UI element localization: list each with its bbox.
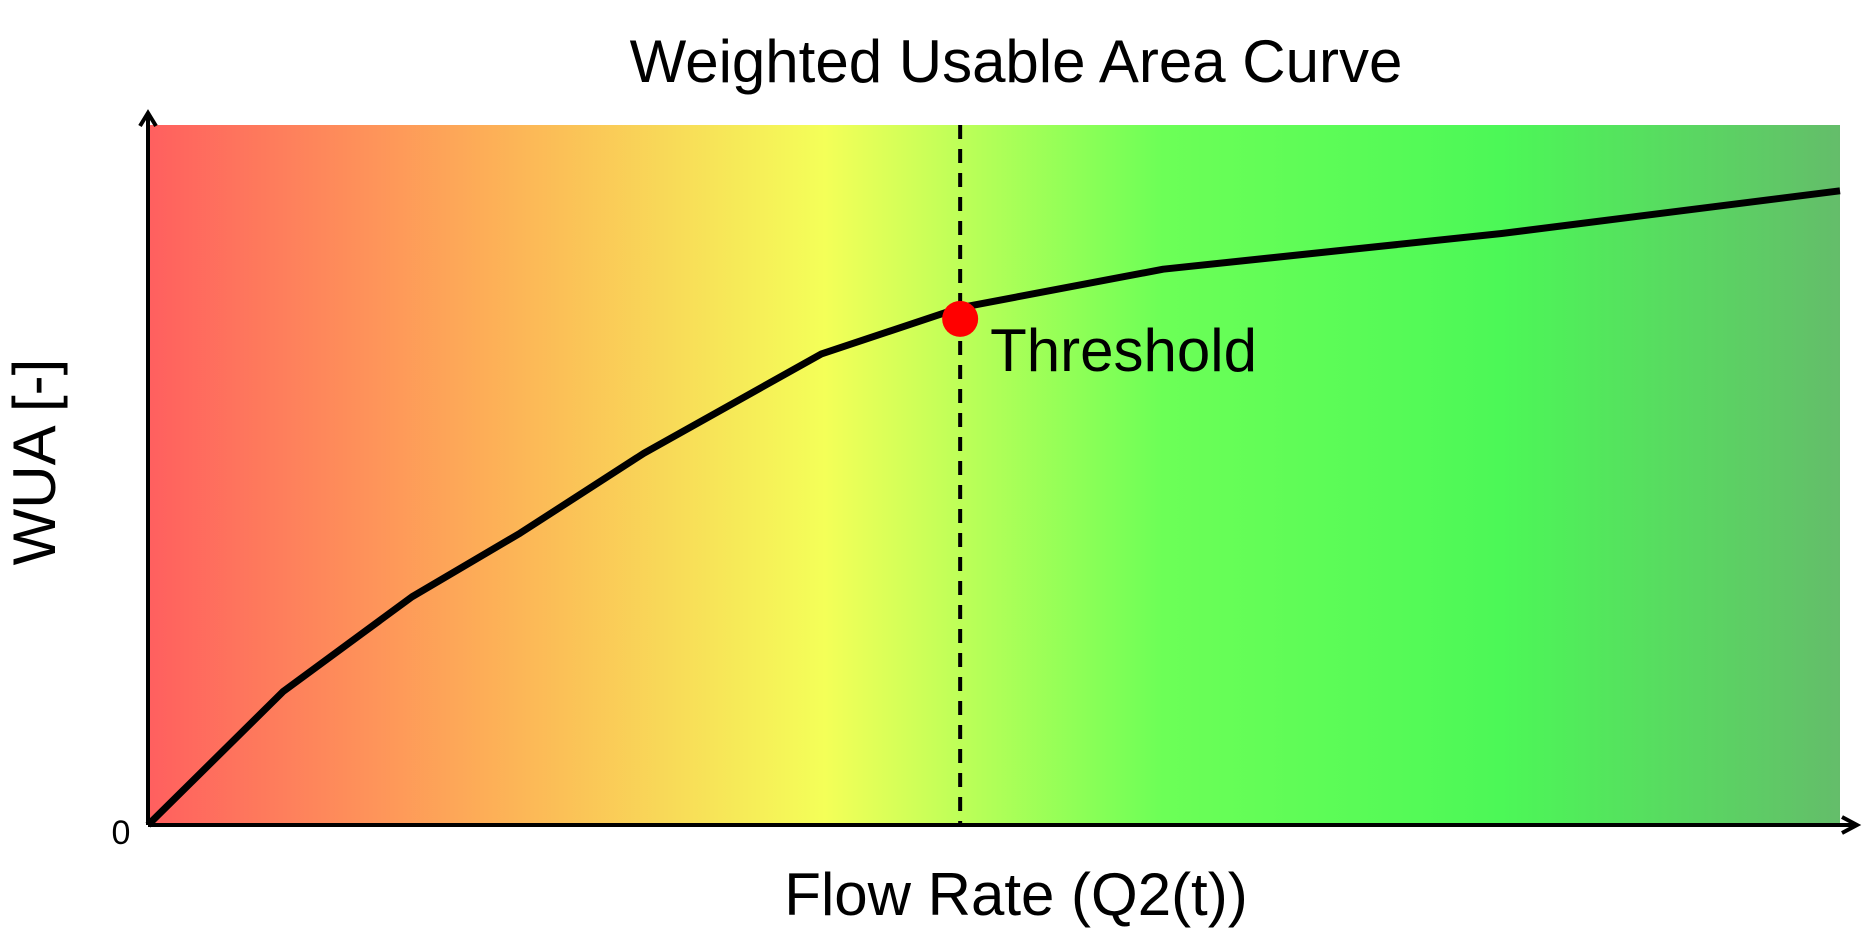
y-tick-label-0: 0 [112,814,131,852]
y-axis-arrow-icon [138,109,158,128]
axes [138,109,1862,835]
x-axis-label: Flow Rate (Q2(t)) [784,861,1247,928]
threshold-label: Threshold [990,317,1257,384]
plot-background [148,125,1840,825]
x-axis-arrow-icon [1841,815,1862,835]
wua-series-line [145,187,1841,828]
y-axis-label: WUA [-] [1,359,68,566]
threshold-marker [942,300,979,337]
chart-title: Weighted Usable Area Curve [630,28,1403,95]
